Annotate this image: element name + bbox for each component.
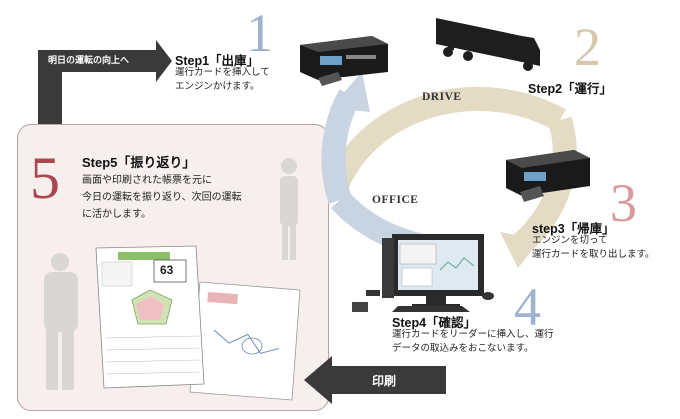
step3-description: エンジンを切って 運行カードを取り出します。 xyxy=(532,235,655,260)
report-sheet-back xyxy=(189,281,301,401)
print-arrow xyxy=(304,356,446,404)
step4-number: 4 xyxy=(514,277,541,337)
step5-title: Step5「振り返り」 xyxy=(82,155,196,170)
top-arrow-label: 明日の運転の向上へ xyxy=(48,56,130,66)
cycle-arrowhead-right xyxy=(500,232,540,268)
office-label: OFFICE xyxy=(372,194,419,206)
step2-title: Step2「運行」 xyxy=(528,82,613,96)
tachograph-icon-step1 xyxy=(300,36,388,86)
truck-icon xyxy=(436,18,540,71)
drive-label: DRIVE xyxy=(422,91,462,103)
cycle-arrowhead-top xyxy=(330,72,370,112)
person-silhouette-right xyxy=(280,158,298,260)
pc-monitor-icon xyxy=(352,234,494,312)
step1-description: 運行カードを挿入して エンジンかけます。 xyxy=(175,67,270,92)
step5-number: 5 xyxy=(30,145,60,211)
report-sheet-front xyxy=(95,245,205,389)
cycle-arc-drive xyxy=(323,86,566,195)
top-arrow xyxy=(38,40,172,124)
step2-number: 2 xyxy=(574,17,601,77)
person-silhouette-left xyxy=(44,253,78,390)
print-arrow-label: 印刷 xyxy=(372,374,397,388)
step5-description: 画面や印刷された帳票を元に 今日の運転を振り返り、次回の運転 に活かします。 xyxy=(82,175,242,220)
step4-title: Step4「確認」 xyxy=(392,316,477,330)
step1-title: Step1「出庫」 xyxy=(175,54,260,68)
tachograph-icon-step3 xyxy=(506,150,590,202)
step1-number: 1 xyxy=(246,3,273,63)
step3-title: step3「帰庫」 xyxy=(532,222,615,236)
report-score: 63 xyxy=(160,263,174,277)
step3-number: 3 xyxy=(610,173,637,233)
step4-description: 運行カードをリーダーに挿入し、運行 データの取込みをおこないます。 xyxy=(392,329,554,354)
